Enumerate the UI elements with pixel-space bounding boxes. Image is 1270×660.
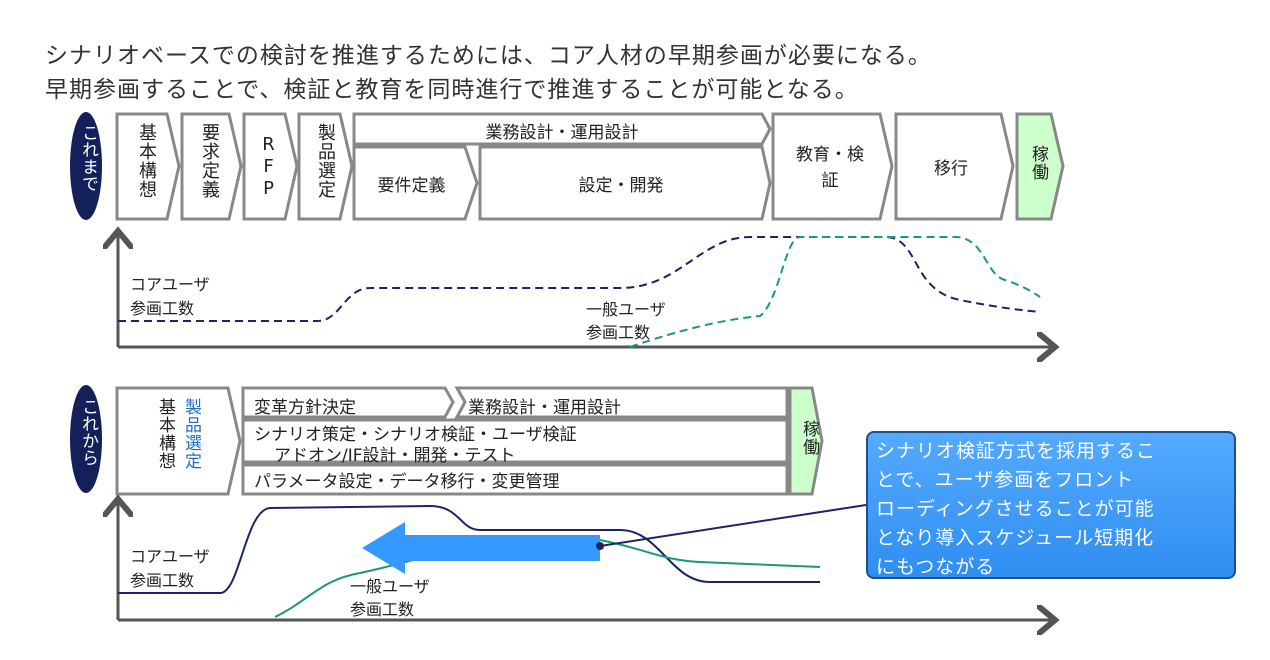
before-ikou: 移行: [934, 159, 968, 179]
after-label: これから: [78, 398, 98, 466]
before-core-curve: [118, 236, 1041, 322]
callout-line: とで、ユーザ参画をフロント: [876, 469, 1135, 491]
after-core-curve: [118, 504, 820, 594]
callout-line: シナリオ検証方式を採用するこ: [876, 440, 1157, 462]
after-pill: [70, 385, 102, 493]
title-line-1: シナリオベースでの検討を推進するためには、コア人材の早期参画が必要になる。: [45, 43, 932, 69]
before-kado-box: [1015, 112, 1065, 221]
after-seihin: 製品選定: [181, 398, 201, 470]
before-core-label-1: コアユーザ: [130, 275, 210, 294]
before-settei: 設定・開発: [578, 176, 664, 196]
after-kado-box: [788, 386, 824, 496]
after-general-label-1: 一般ユーザ: [350, 577, 430, 596]
after-general-label-2: 参画工数: [350, 600, 415, 619]
before-rfp: RFP: [258, 134, 279, 200]
after-kihon-box: [115, 386, 242, 496]
after-gyomu: 業務設計・運用設計: [468, 398, 621, 418]
before-seihin: 製品選定: [315, 123, 336, 199]
before-yokyu-box: [180, 112, 243, 221]
callout-pointer: [599, 504, 867, 547]
after-param: パラメータ設定・データ移行・変更管理: [254, 472, 560, 492]
after-kihon: 基本構想: [155, 398, 175, 470]
after-core-label-2: 参画工数: [130, 571, 195, 590]
callout-line: となり導入スケジュール短期化: [876, 527, 1155, 549]
before-kado: 稼働: [1028, 145, 1048, 181]
before-yoken-box: [352, 145, 479, 221]
before-general-label-1: 一般ユーザ: [586, 300, 666, 319]
before-settei-box: [478, 145, 772, 221]
before-core-label-2: 参画工数: [130, 299, 195, 318]
after-scenario-2: アドオン/IF設計・開発・テスト: [274, 446, 516, 466]
before-pill: [70, 112, 102, 220]
callout-line: ローディングさせることが可能: [876, 498, 1155, 520]
before-rfp-box: [242, 112, 299, 221]
before-gyomu-box: [352, 112, 772, 146]
callout-box: シナリオ検証方式を採用するこ とで、ユーザ参画をフロント ローディングさせること…: [866, 431, 1236, 579]
title-line-2: 早期参画することで、検証と教育を同時進行で推進することが可能となる。: [45, 77, 859, 103]
callout-pointer-dot: [596, 542, 604, 550]
before-gyomu: 業務設計・運用設計: [485, 123, 639, 143]
before-seihin-box: [297, 112, 354, 221]
before-kihon: 基本構想: [136, 123, 157, 199]
after-scenario-1: シナリオ策定・シナリオ検証・ユーザ検証: [254, 425, 577, 445]
before-kyoiku: 教育・検証: [796, 145, 864, 191]
frontloading-arrow: [362, 522, 600, 574]
after-core-label-1: コアユーザ: [130, 547, 210, 566]
after-kado: 稼働: [799, 420, 819, 456]
after-henkaku-box: [241, 386, 455, 419]
before-general-label-2: 参画工数: [586, 323, 651, 342]
before-ikou-box: [894, 112, 1015, 221]
after-henkaku: 変革方針決定: [254, 398, 356, 418]
before-kihon-box: [115, 112, 181, 221]
before-yokyu: 要求定義: [199, 123, 220, 199]
before-kyoiku-box: [771, 112, 894, 221]
before-label: これまで: [78, 124, 98, 192]
after-param-box: [241, 463, 789, 496]
after-gyomu-box: [454, 386, 789, 419]
before-general-curve: [629, 236, 1041, 348]
after-scenario-box: [241, 418, 789, 464]
callout-line: にもつながる: [876, 556, 996, 578]
before-yoken: 要件定義: [377, 176, 446, 196]
